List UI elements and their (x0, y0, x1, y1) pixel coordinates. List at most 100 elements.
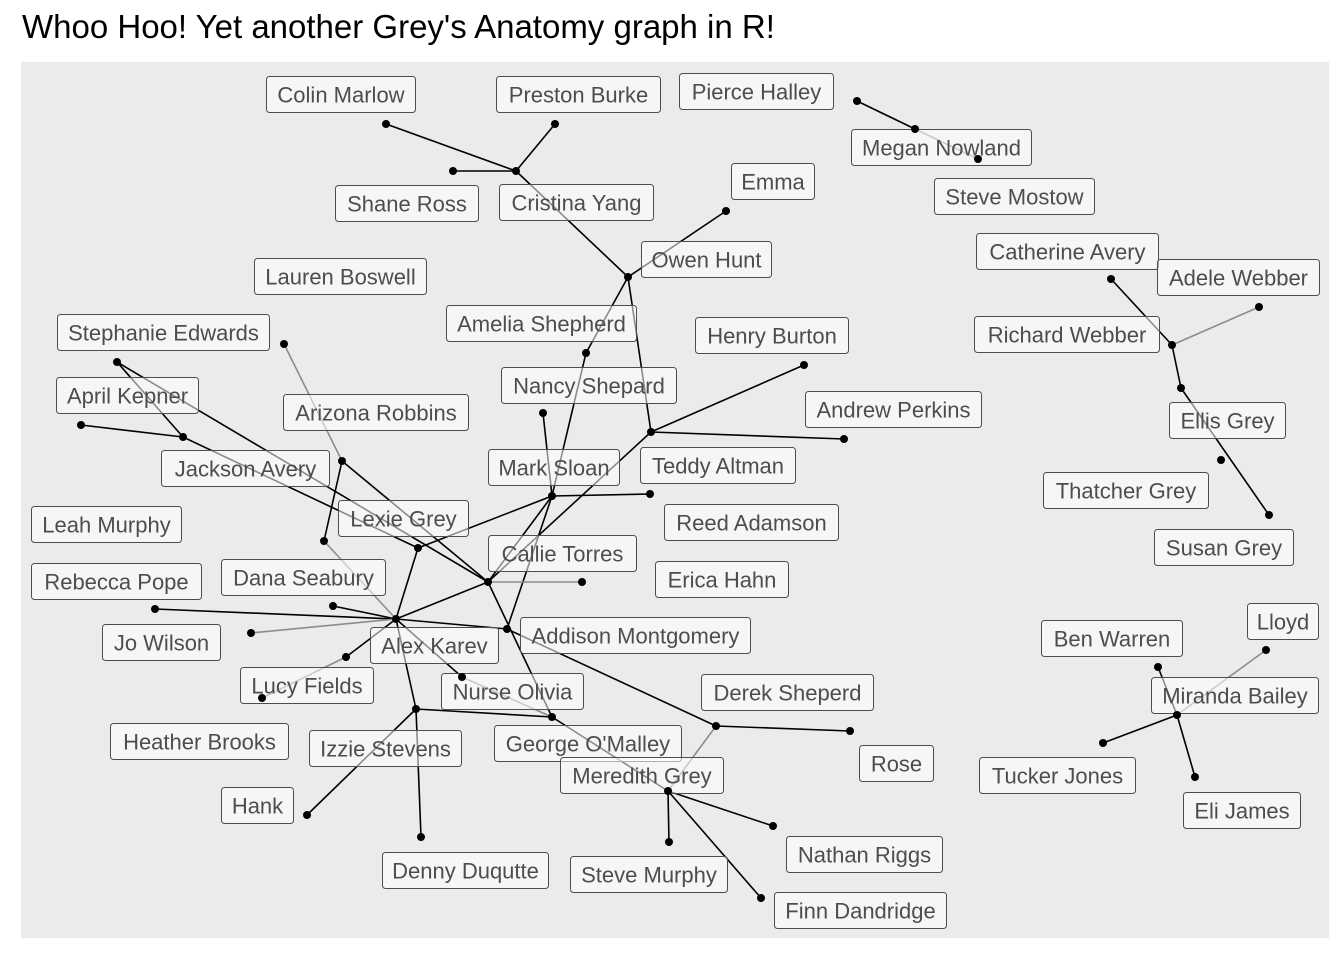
label-text: Cristina Yang (511, 191, 641, 216)
node-label-meredith_grey: Meredith Grey (560, 757, 724, 794)
label-text: Eli James (1194, 799, 1289, 824)
node-colin_marlow (382, 120, 390, 128)
node-derek_sheperd (712, 722, 720, 730)
node-label-jackson_avery: Jackson Avery (161, 450, 330, 487)
label-box (266, 76, 416, 113)
label-box (102, 624, 221, 661)
node-shane_ross (449, 167, 457, 175)
node-label-hank: Hank (221, 787, 294, 824)
node-ellis_grey (1177, 384, 1185, 392)
node-catherine_avery (1107, 275, 1115, 283)
node-label-nurse_olivia: Nurse Olivia (441, 673, 584, 710)
edge-meredith_grey-finn_dandridge (667, 790, 762, 899)
node-nancy_shepard (539, 409, 547, 417)
node-miranda_bailey (1173, 711, 1181, 719)
edge-arizona_robbins-leah_murphy (323, 460, 343, 542)
label-text: Hank (232, 794, 284, 819)
chart-title: Whoo Hoo! Yet another Grey's Anatomy gra… (22, 8, 775, 45)
node-dana_seabury (329, 602, 337, 610)
edge-callie_torres-alex_karev (395, 581, 489, 620)
label-text: Ben Warren (1054, 627, 1171, 652)
node-meredith_grey (664, 787, 672, 795)
node-label-mark_sloan: Mark Sloan (488, 449, 620, 486)
label-box (679, 73, 834, 110)
label-text: Mark Sloan (498, 456, 609, 481)
label-box (496, 76, 661, 113)
node-label-stephanie_edwards: Stephanie Edwards (57, 314, 270, 351)
label-text: Pierce Halley (692, 80, 822, 105)
label-box (560, 757, 724, 794)
node-label-steve_murphy: Steve Murphy (570, 856, 728, 893)
label-box (974, 316, 1160, 353)
node-izzie_stevens (412, 705, 420, 713)
label-text: Addison Montgomery (532, 624, 740, 649)
node-lexie_grey (414, 544, 422, 552)
node-lloyd (1262, 646, 1270, 654)
node-steve_murphy (665, 838, 673, 846)
label-box (701, 674, 874, 711)
edge-meredith_grey-steve_murphy (667, 790, 670, 843)
label-text: Alex Karev (381, 634, 487, 659)
label-text: Tucker Jones (992, 764, 1123, 789)
label-box (1169, 402, 1286, 439)
node-label-nathan_riggs: Nathan Riggs (786, 836, 943, 873)
label-text: Adele Webber (1169, 266, 1308, 291)
label-text: Ellis Grey (1180, 409, 1274, 434)
node-ben_warren (1154, 663, 1162, 671)
label-box (283, 394, 469, 431)
node-label-preston_burke: Preston Burke (496, 76, 661, 113)
label-text: Denny Duqutte (392, 859, 539, 884)
label-text: Colin Marlow (277, 83, 404, 108)
label-text: George O'Malley (506, 732, 670, 757)
label-text: Lloyd (1257, 610, 1310, 635)
node-hank (303, 811, 311, 819)
node-lucy_fields (342, 653, 350, 661)
node-henry_burton (800, 361, 808, 369)
edge-miranda_bailey-eli_james (1176, 714, 1196, 778)
node-label-addison_montgomery: Addison Montgomery (520, 617, 751, 654)
node-label-susan_grey: Susan Grey (1154, 529, 1294, 566)
node-april_kepner (77, 421, 85, 429)
node-addison_montgomery (503, 625, 511, 633)
node-label-denny_duqutte: Denny Duqutte (382, 852, 549, 889)
label-box (664, 504, 839, 541)
node-label-shane_ross: Shane Ross (335, 185, 479, 222)
label-text: Owen Hunt (651, 248, 761, 273)
label-box (254, 258, 427, 295)
label-text: Meredith Grey (572, 764, 711, 789)
label-box (640, 447, 796, 484)
label-text: Amelia Shepherd (457, 312, 626, 337)
node-steve_mostow (974, 155, 982, 163)
node-label-rose: Rose (859, 745, 934, 782)
node-arizona_robbins (338, 457, 346, 465)
node-label-steve_mostow: Steve Mostow (934, 178, 1095, 215)
label-box (335, 185, 479, 222)
label-box (499, 184, 654, 221)
edge-alex_karev-dana_seabury (332, 605, 397, 620)
edge-catherine_avery-richard_webber (1110, 278, 1173, 346)
label-box (786, 836, 943, 873)
edge-izzie_stevens-denny_duqutte (415, 708, 422, 838)
node-label-miranda_bailey: Miranda Bailey (1151, 677, 1319, 714)
label-text: Henry Burton (707, 324, 837, 349)
label-text: Thatcher Grey (1056, 479, 1197, 504)
label-box (1151, 677, 1319, 714)
label-box (240, 667, 374, 704)
node-rebecca_pope (151, 605, 159, 613)
label-text: Andrew Perkins (816, 398, 970, 423)
node-label-ellis_grey: Ellis Grey (1169, 402, 1286, 439)
label-box (1183, 792, 1301, 829)
edge-richard_webber-adele_webber (1171, 306, 1260, 346)
node-andrew_perkins (840, 435, 848, 443)
label-text: Shane Ross (347, 192, 467, 217)
edge-april_kepner-jackson_avery (80, 424, 184, 438)
label-box (57, 314, 270, 351)
nodes-layer (77, 97, 1273, 902)
node-erica_hahn (578, 578, 586, 586)
edge-richard_webber-ellis_grey (1171, 344, 1182, 389)
label-box (501, 367, 677, 404)
label-box (441, 673, 584, 710)
label-text: Steve Murphy (581, 863, 717, 888)
label-box (859, 745, 934, 782)
